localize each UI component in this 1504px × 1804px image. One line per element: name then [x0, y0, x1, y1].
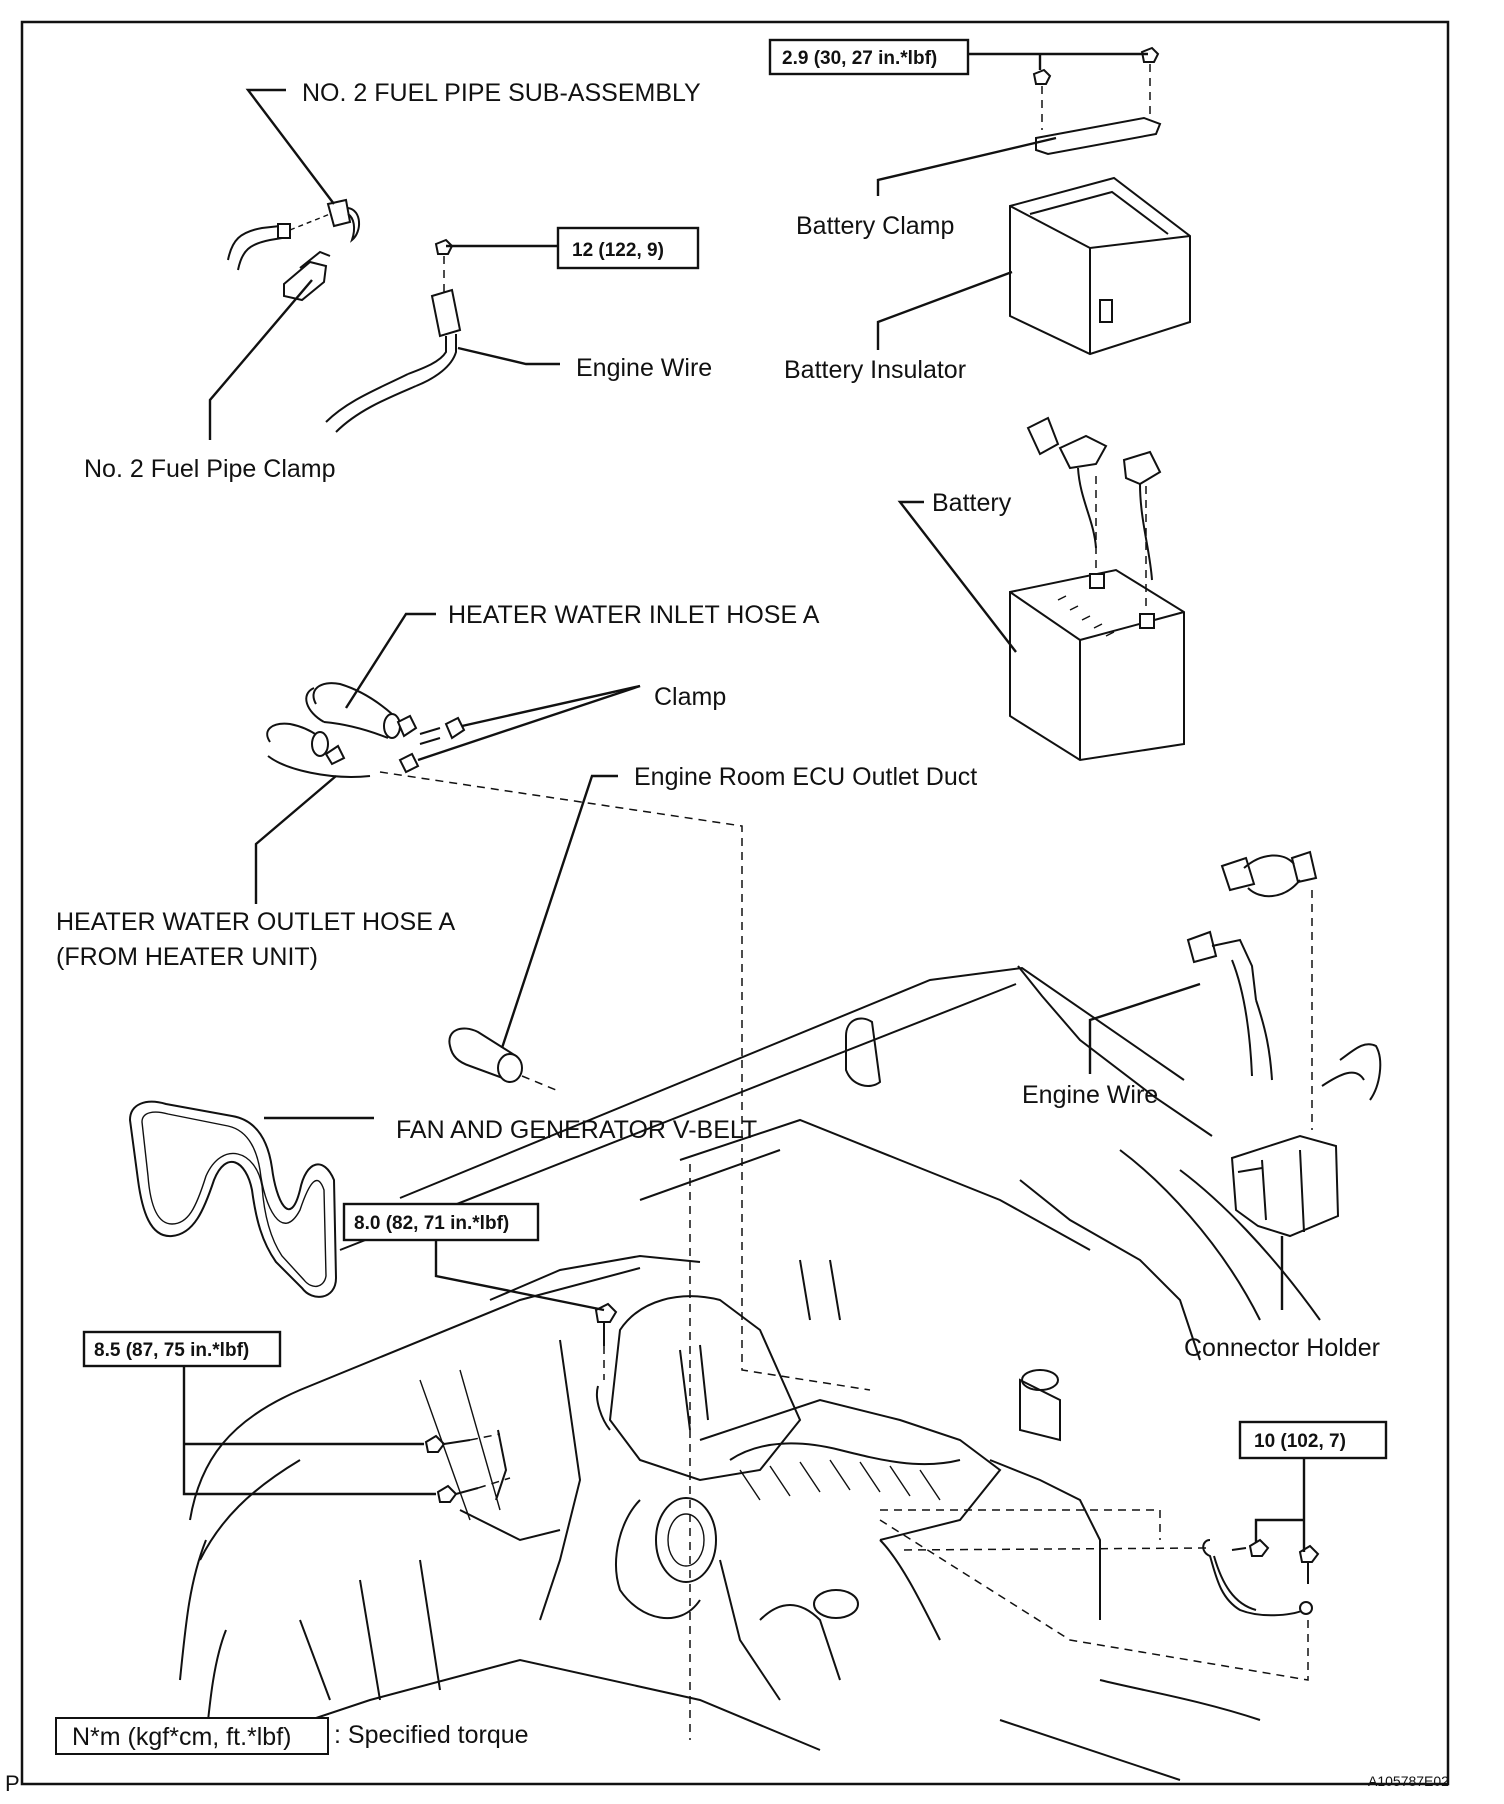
battery-clamp-illustration — [1032, 46, 1162, 156]
torque-battery-clamp-nut: 2.9 (30, 27 in.*lbf) — [782, 48, 937, 69]
legend-units: N*m (kgf*cm, ft.*lbf) — [72, 1723, 291, 1751]
fuel-pipe-illustration — [227, 198, 360, 302]
legend-unit-box — [55, 1717, 329, 1755]
label-heater-inlet-hose: HEATER WATER INLET HOSE A — [448, 601, 820, 629]
footer-page-letter: P — [5, 1771, 20, 1796]
engine-wire-top-illustration — [325, 238, 462, 433]
engine-wire-right-illustration — [1186, 850, 1318, 1130]
torque-engine-wire-nut: 12 (122, 9) — [572, 240, 664, 261]
legend-specified-torque: : Specified torque — [334, 1721, 529, 1749]
torque-box-battery-clamp — [768, 38, 970, 76]
ecu-outlet-duct-illustration — [448, 1027, 557, 1091]
torque-box-bolt-8-0 — [342, 1202, 540, 1242]
label-engine-wire-top: Engine Wire — [576, 354, 712, 382]
v-belt-illustration — [128, 1100, 338, 1298]
diagram-frame — [20, 20, 1450, 1786]
torque-bolt-8-0: 8.0 (82, 71 in.*lbf) — [354, 1213, 509, 1234]
label-fuel-pipe-sub-assembly: NO. 2 FUEL PIPE SUB-ASSEMBLY — [302, 79, 701, 107]
battery-insulator-illustration — [1009, 176, 1191, 356]
label-fan-belt: FAN AND GENERATOR V-BELT — [396, 1116, 757, 1144]
leader-lines — [182, 52, 1306, 1552]
label-battery-clamp: Battery Clamp — [796, 212, 954, 240]
label-fuel-pipe-clamp: No. 2 Fuel Pipe Clamp — [84, 455, 336, 483]
label-ecu-outlet-duct: Engine Room ECU Outlet Duct — [634, 763, 977, 791]
battery-illustration — [1009, 416, 1185, 762]
label-heater-outlet-hose-line2: (FROM HEATER UNIT) — [56, 943, 318, 971]
torque-ground-bolt: 10 (102, 7) — [1254, 1431, 1346, 1452]
torque-box-ground-bolt — [1238, 1420, 1388, 1460]
label-battery-insulator: Battery Insulator — [784, 356, 966, 384]
footer-figure-id: A105787E02 — [1368, 1773, 1449, 1789]
torque-box-engine-wire — [556, 226, 700, 270]
label-battery: Battery — [932, 489, 1012, 517]
label-heater-outlet-hose-line1: HEATER WATER OUTLET HOSE A — [56, 908, 455, 936]
label-clamp: Clamp — [654, 683, 726, 711]
heater-hoses-illustration — [266, 682, 743, 1060]
torque-bolt-8-5: 8.5 (87, 75 in.*lbf) — [94, 1340, 249, 1361]
engine-bay-illustration — [179, 965, 1321, 1781]
label-connector-holder: Connector Holder — [1184, 1334, 1380, 1362]
connector-holder-illustration — [1230, 1043, 1382, 1238]
label-engine-wire-right: Engine Wire — [1022, 1081, 1158, 1109]
torque-box-bolt-8-5 — [82, 1330, 282, 1368]
